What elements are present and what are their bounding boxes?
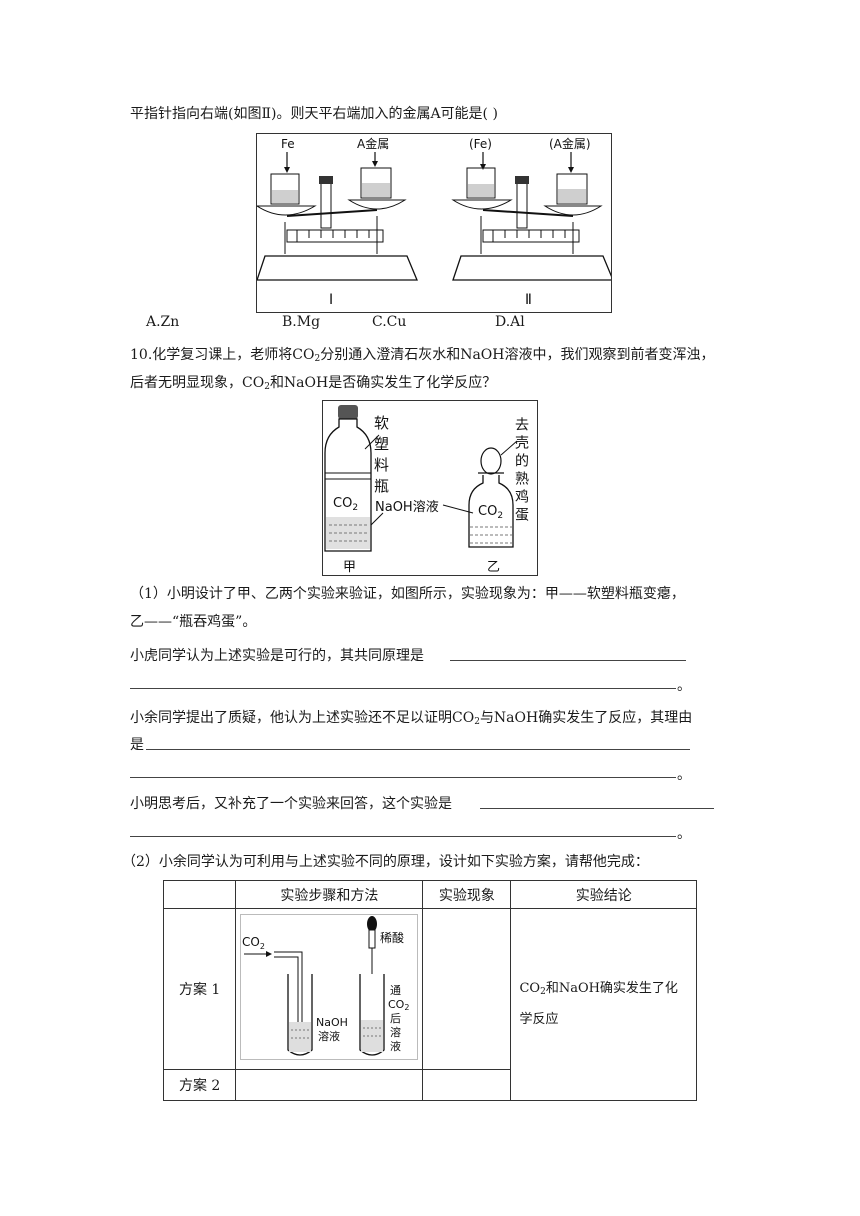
experiment-table: 实验步骤和方法 实验现象 实验结论 方案 1 CO2 NaOH 溶液 稀酸 — [162, 880, 697, 1101]
bottle-diagram: CO2 软塑料瓶 NaOH溶液 CO2 去壳的熟鸡蛋 甲 乙 — [324, 405, 529, 575]
balance-figure: Fe A金属 — [255, 133, 614, 313]
label-jia: 甲 — [343, 560, 356, 575]
conclusion-text: CO2和NaOH确实发生了化 — [519, 981, 678, 997]
option-a: A.Zn — [146, 314, 180, 330]
table-header: 实验结论 — [510, 880, 697, 909]
balance-1: Fe A金属 — [255, 136, 418, 308]
option-c: C.Cu — [372, 314, 407, 330]
table-header — [162, 880, 237, 909]
label-a-metal: A金属 — [357, 136, 389, 151]
step-cell: CO2 NaOH 溶液 稀酸 通 CO2 后 — [235, 908, 424, 1070]
label-tong: 通 — [390, 984, 401, 997]
conclusion-text-2: 学反应 — [519, 1012, 559, 1027]
label-egg: 去壳的熟鸡蛋 — [513, 417, 529, 525]
table-row: 方案 2 — [162, 1069, 697, 1101]
p2-text: 小虎同学认为上述实验是可行的，其共同原理是 — [130, 648, 424, 664]
option-d: D.Al — [495, 314, 525, 330]
answer-blank-principle-2[interactable] — [130, 688, 676, 689]
label-solution: 溶液 — [318, 1029, 340, 1043]
label-co2-jia: CO2 — [333, 496, 358, 513]
option-b: B.Mg — [282, 314, 321, 330]
bottle-figure: CO2 软塑料瓶 NaOH溶液 CO2 去壳的熟鸡蛋 甲 乙 — [322, 400, 538, 576]
answer-blank-reason-1[interactable] — [146, 749, 690, 750]
label-fe-paren: (Fe) — [469, 137, 492, 151]
q10-line2: 后者无明显现象，CO2和NaOH是否确实发生了化学反应？ — [130, 375, 497, 392]
label-soft-bottle: 软塑料瓶 — [372, 415, 390, 499]
answer-blank-reason-2[interactable] — [130, 777, 676, 778]
phenomenon-cell[interactable] — [422, 908, 512, 1070]
answer-blank-experiment-1[interactable] — [480, 808, 714, 809]
label-yi: 乙 — [487, 560, 500, 575]
p5-text: （2）小余同学认为可利用与上述实验不同的原理，设计如下实验方案，请帮他完成： — [122, 854, 649, 870]
table-row: 方案 1 CO2 NaOH 溶液 稀酸 — [162, 908, 697, 1101]
label-co2-yi: CO2 — [478, 504, 503, 521]
p4-text: 小明思考后，又补充了一个实验来回答，这个实验是 — [130, 796, 452, 812]
balance-2: (Fe) (A金属) Ⅱ — [451, 136, 614, 308]
label-naoh: NaOH — [316, 1016, 348, 1029]
table-header: 实验现象 — [422, 880, 512, 909]
label-ye: 液 — [390, 1039, 401, 1053]
q10-line1: 10.化学复习课上，老师将CO2分别通入澄清石灰水和NaOH溶液中，我们观察到前… — [130, 347, 715, 364]
label-a-metal-paren: (A金属) — [549, 136, 591, 151]
test-tube-diagram: CO2 NaOH 溶液 稀酸 通 CO2 后 — [240, 914, 419, 1060]
label-co2-pass: CO2 — [388, 998, 409, 1012]
table-header: 实验步骤和方法 — [235, 880, 424, 909]
label-naoh-solution: NaOH溶液 — [375, 500, 439, 515]
label-rong: 溶 — [390, 1025, 401, 1039]
p1-line2: 乙——“瓶吞鸡蛋”。 — [130, 614, 257, 630]
conclusion-cell: CO2和NaOH确实发生了化 学反应 — [510, 908, 697, 1101]
p3-text-2: 是 — [130, 737, 144, 753]
p1-line1: （1）小明设计了甲、乙两个实验来验证，如图所示，实验现象为：甲——软塑料瓶变瘪， — [130, 586, 685, 602]
table-header-row: 实验步骤和方法 实验现象 实验结论 — [162, 880, 697, 909]
label-fig-2: Ⅱ — [525, 292, 532, 308]
label-co2-inlet: CO2 — [242, 935, 265, 951]
answer-blank-principle-1[interactable] — [450, 660, 686, 661]
label-hou: 后 — [390, 1012, 401, 1025]
label-fig-1: Ⅰ — [329, 292, 333, 308]
period: 。 — [677, 767, 691, 783]
phenomenon-cell-2[interactable] — [422, 1069, 512, 1101]
period: 。 — [677, 826, 691, 842]
balance-diagram: Fe A金属 — [255, 136, 614, 308]
step-cell-2[interactable] — [235, 1069, 424, 1101]
q9-intro: 平指针指向右端(如图Ⅱ)。则天平右端加入的金属A可能是( ) — [130, 106, 498, 122]
period: 。 — [677, 678, 691, 694]
row-label: 方案 1 — [162, 908, 237, 1070]
answer-blank-experiment-2[interactable] — [130, 836, 676, 837]
p3-text: 小余同学提出了质疑，他认为上述实验还不足以证明CO2与NaOH确实发生了反应，其… — [130, 710, 693, 727]
row-label: 方案 2 — [162, 1069, 237, 1101]
label-dilute-acid: 稀酸 — [380, 930, 404, 945]
label-fe: Fe — [281, 137, 295, 151]
